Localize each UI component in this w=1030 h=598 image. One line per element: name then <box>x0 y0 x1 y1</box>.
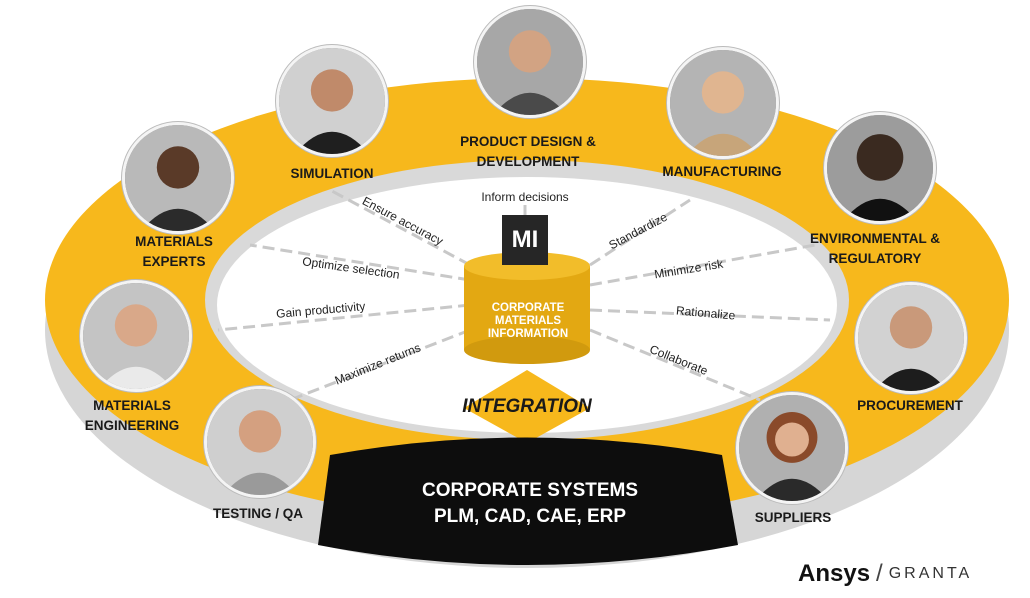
corporate-systems-list: PLM, CAD, CAE, ERP <box>433 506 627 527</box>
person-photo-icon <box>279 48 385 154</box>
person-photo-icon <box>670 50 776 156</box>
role-label-manufacturing: MANUFACTURING <box>662 164 782 179</box>
inform-decisions-label: Inform decisions <box>481 190 569 204</box>
person-photo-icon <box>739 395 845 501</box>
avatar-suppliers <box>736 392 848 504</box>
role-label-procurement: PROCUREMENT <box>857 398 963 413</box>
person-photo-icon <box>477 9 583 115</box>
role-label-testing-qa: TESTING / QA <box>212 506 303 521</box>
brand-separator: / <box>876 560 883 587</box>
brand-product: GRANTA <box>888 565 973 582</box>
corporate-systems-title: CORPORATE SYSTEMS <box>421 480 639 501</box>
avatar-environmental <box>824 112 936 224</box>
person-photo-icon <box>125 125 231 231</box>
role-label-environmental: ENVIRONMENTAL & REGULATORY <box>809 231 940 266</box>
role-label-materials-engineering: MATERIALS ENGINEERING <box>84 398 180 433</box>
avatar-simulation <box>276 45 388 157</box>
avatar-manufacturing <box>667 47 779 159</box>
ansys-granta-logo: Ansys/ GRANTA <box>798 560 972 588</box>
database-label: CORPORATE MATERIALS INFORMATION <box>487 302 569 340</box>
person-photo-icon <box>827 115 933 221</box>
avatar-product-design <box>474 6 586 118</box>
mi-logo-box: MI <box>502 215 548 265</box>
avatar-materials-experts <box>122 122 234 234</box>
brand-name: Ansys <box>798 560 871 587</box>
integration-diamond <box>464 370 590 443</box>
avatar-testing-qa <box>204 386 316 498</box>
corporate-systems-base <box>318 437 738 565</box>
spoke-lines <box>217 188 831 402</box>
database-cylinder <box>464 252 590 364</box>
corporate-systems-text: CORPORATE SYSTEMS PLM, CAD, CAE, ERP <box>345 478 715 530</box>
role-label-product-design: PRODUCT DESIGN & DEVELOPMENT <box>460 134 596 169</box>
role-label-materials-experts: MATERIALS EXPERTS <box>135 234 213 269</box>
role-label-suppliers: SUPPLIERS <box>754 510 832 525</box>
avatar-procurement <box>855 282 967 394</box>
role-label-simulation: SIMULATION <box>290 166 374 181</box>
avatar-materials-engineering <box>80 280 192 392</box>
integration-label: INTEGRATION <box>462 396 592 417</box>
person-photo-icon <box>207 389 313 495</box>
person-photo-icon <box>858 285 964 391</box>
person-photo-icon <box>83 283 189 389</box>
